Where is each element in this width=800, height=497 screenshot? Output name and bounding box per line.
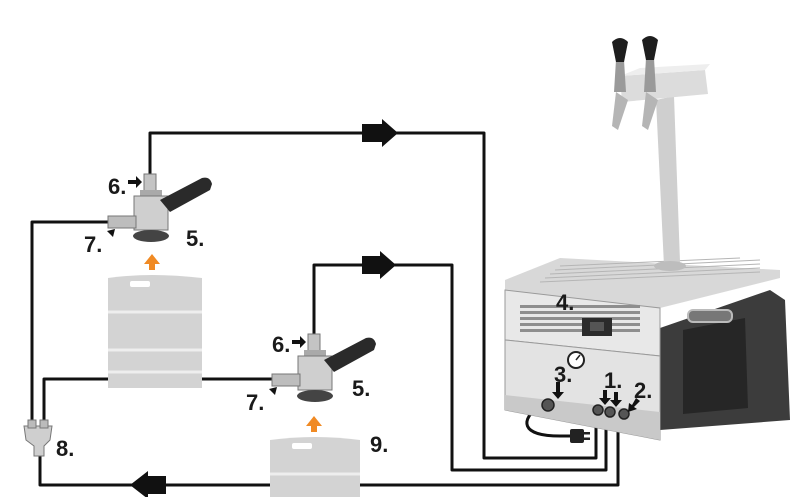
tap-right (642, 36, 658, 130)
label-7-lower: 7. (246, 390, 264, 415)
label-1: 1. (604, 368, 622, 393)
cooler-handle (687, 309, 733, 323)
keg-coupler-lower (271, 333, 376, 402)
keg-upper-body (108, 275, 202, 388)
tap-tower (612, 36, 710, 271)
pointer-6-lower (292, 336, 306, 348)
tap-left (612, 38, 628, 130)
flow-arrow-bottom (130, 471, 166, 497)
label-5-upper: 5. (186, 226, 204, 251)
gas-line-upper (30, 220, 108, 428)
tap-left-handle (612, 38, 628, 62)
connector-2 (618, 408, 630, 420)
label-8: 8. (56, 436, 74, 461)
beer-line-middle (312, 263, 608, 472)
tower-base (654, 261, 686, 271)
power-plug-icon (570, 429, 590, 443)
coupler-upper-gas-inlet (107, 215, 137, 229)
coupler-upper-base (133, 230, 169, 242)
power-connector (541, 398, 555, 412)
coupler-lower-base (297, 390, 333, 402)
coupler-lower-lever (324, 337, 376, 372)
vent-grid (520, 305, 640, 332)
label-2: 2. (634, 378, 652, 403)
tap-right-handle (642, 36, 658, 60)
label-6-lower: 6. (272, 332, 290, 357)
coupler-lower-gas-inlet (271, 373, 301, 387)
keg-lower-body (270, 437, 360, 497)
keg-upper-up-arrow (144, 254, 160, 270)
label-9: 9. (370, 432, 388, 457)
flow-arrow-middle (362, 251, 396, 279)
cooler-side-dark-panel (683, 318, 748, 414)
pointer-7-upper (104, 229, 115, 240)
connector-1a (592, 404, 604, 416)
keg-coupler-upper (107, 173, 212, 242)
pointer-7-lower (266, 387, 277, 398)
label-6-upper: 6. (108, 174, 126, 199)
display-screen (590, 322, 604, 331)
pointer-2 (628, 398, 640, 412)
tower-top-bar (620, 70, 708, 102)
gas-splitter-body (23, 425, 53, 457)
label-4: 4. (556, 290, 574, 315)
connector-1b (604, 406, 616, 418)
label-3: 3. (554, 362, 572, 387)
pointer-1b (610, 392, 622, 407)
beer-cooler (504, 257, 790, 441)
gas-splitter (23, 419, 53, 457)
pointer-6-upper (128, 176, 142, 188)
tower-column (656, 96, 680, 266)
keg-upper-rings (108, 310, 202, 374)
keg-lower (270, 416, 360, 497)
pointer-3 (552, 382, 564, 399)
label-5-lower: 5. (352, 376, 370, 401)
keg-upper (108, 254, 202, 388)
label-7-upper: 7. (84, 232, 102, 257)
pointer-1a (599, 390, 611, 405)
beer-line-top (148, 131, 598, 460)
keg-upper-handle-hole (130, 281, 150, 287)
flow-arrow-top (362, 119, 398, 147)
keg-lower-up-arrow (306, 416, 322, 432)
coupler-upper-lever (160, 177, 212, 212)
pointer-arrows (104, 176, 640, 412)
keg-lower-handle-hole (292, 443, 312, 449)
